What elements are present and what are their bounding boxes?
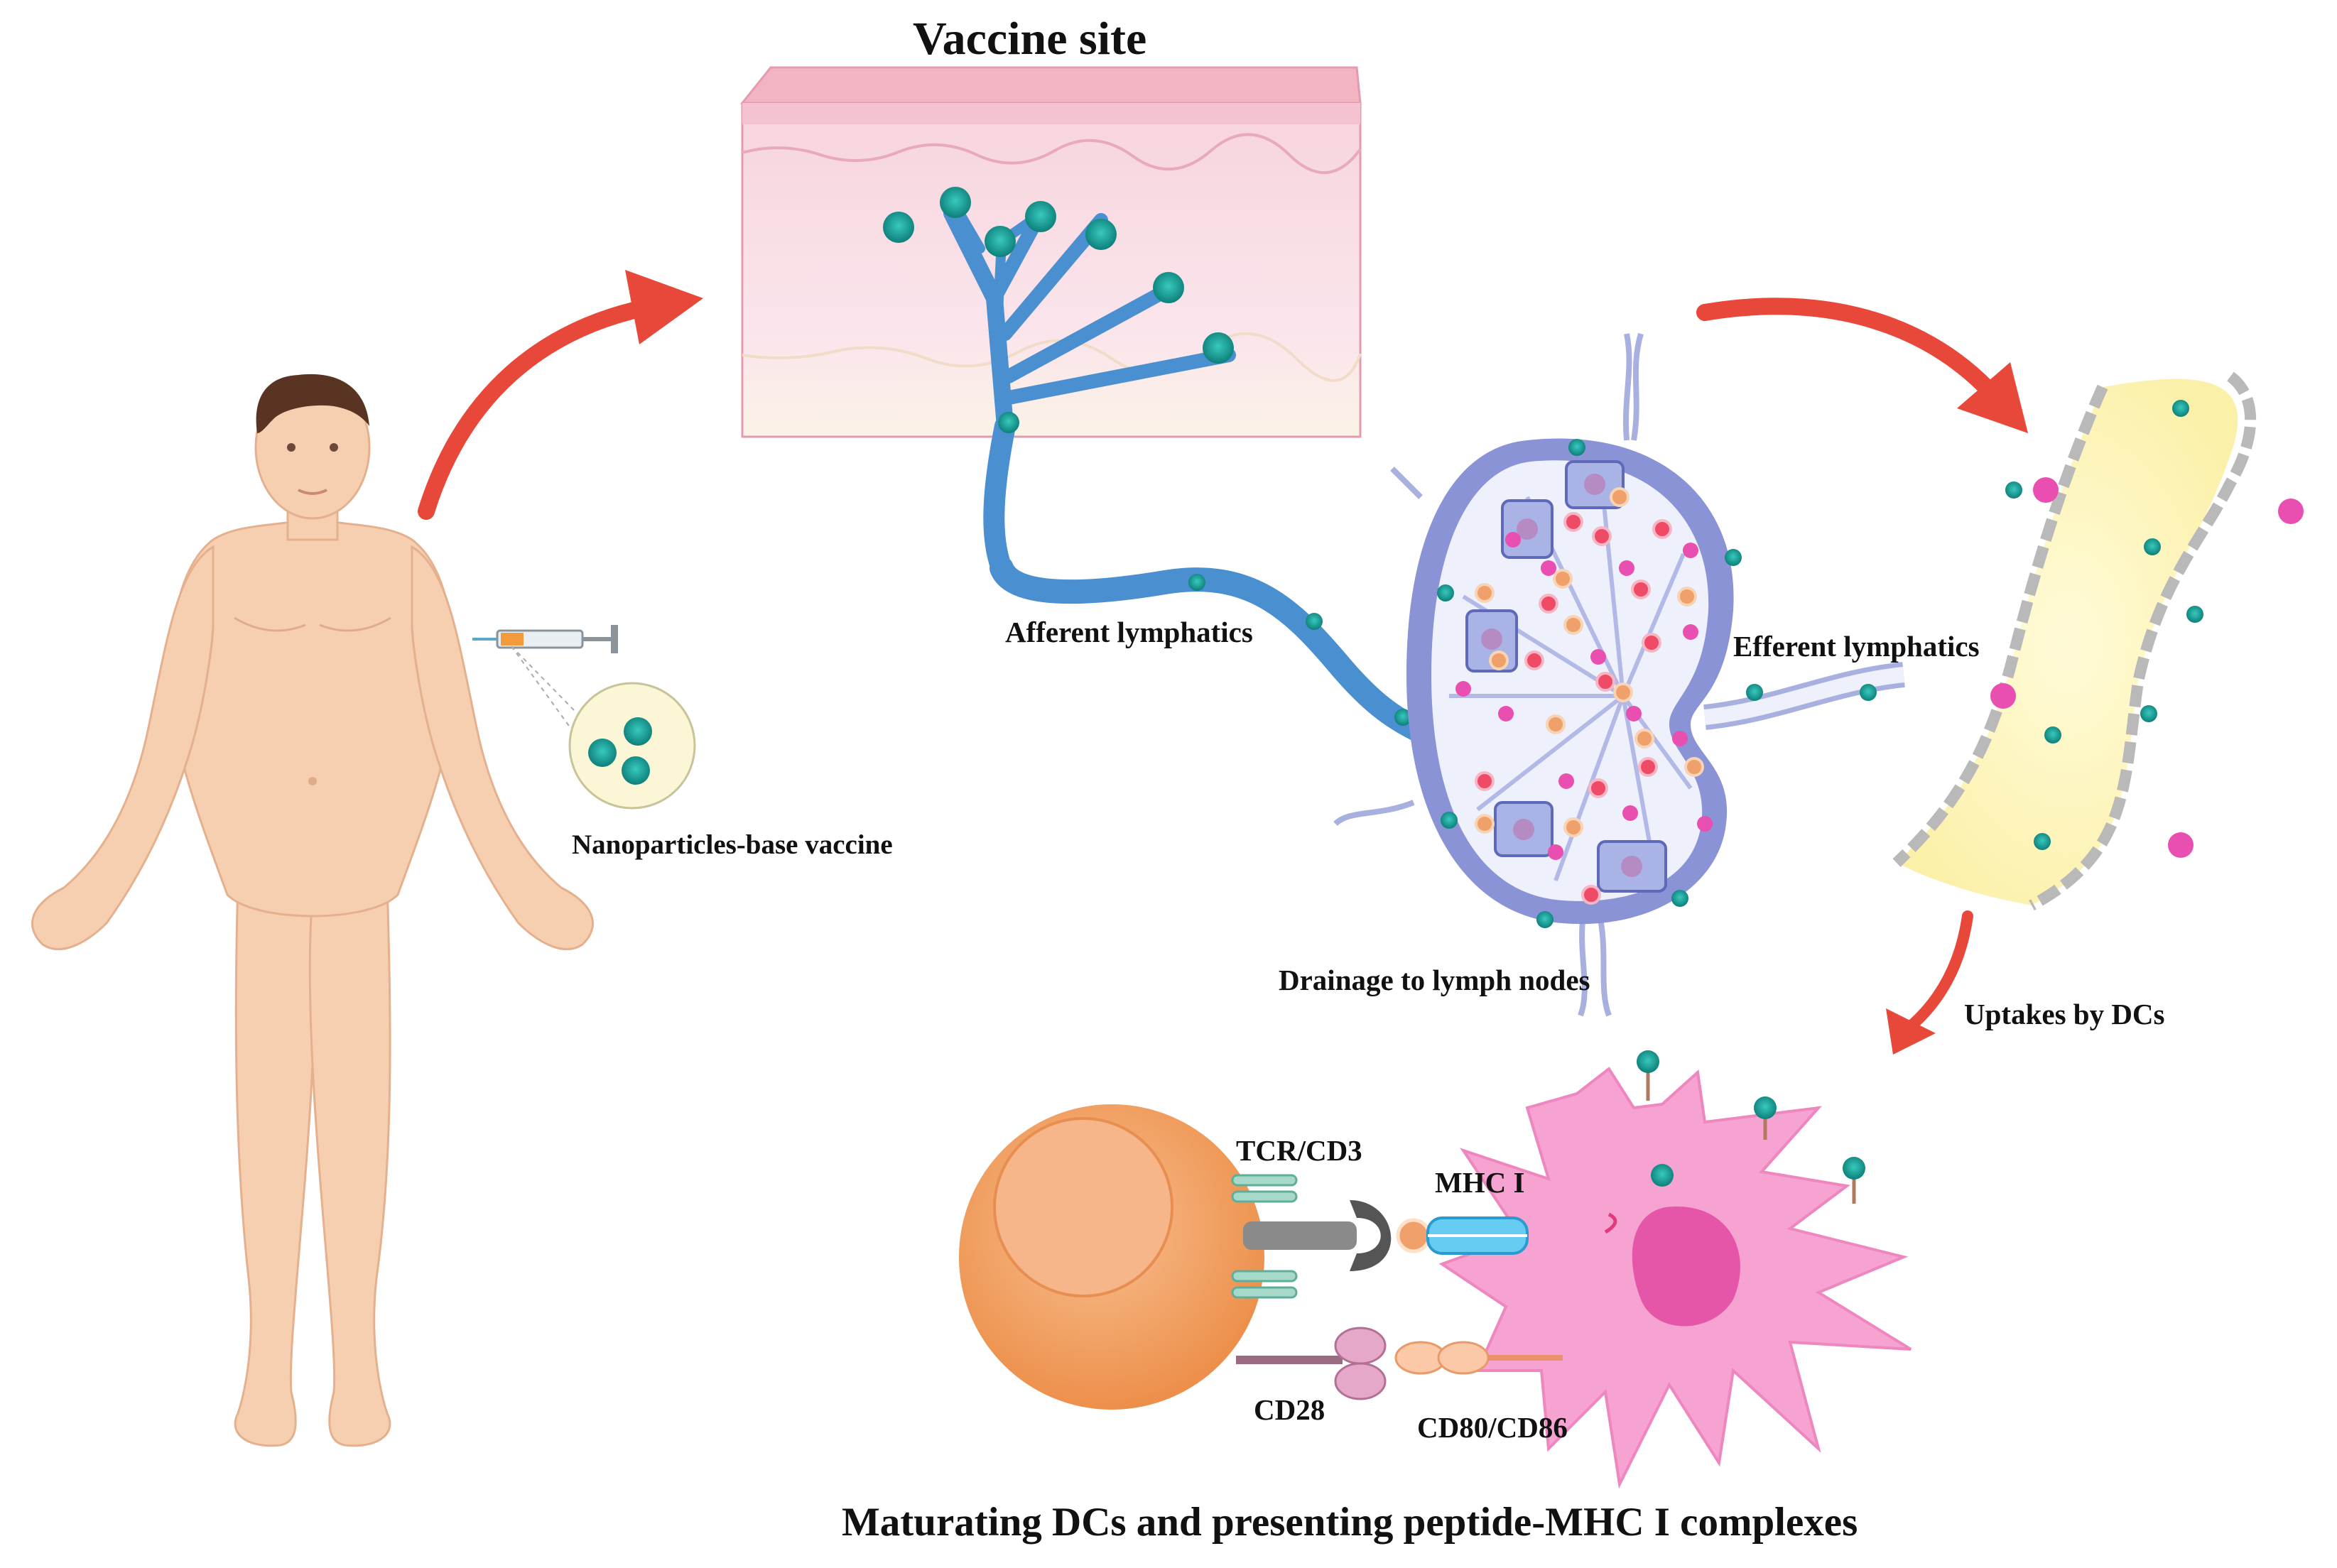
human-figure — [31, 374, 594, 1447]
drainage-lymph-nodes-label: Drainage to lymph nodes — [1279, 964, 1590, 996]
nanoparticle-zoom-circle — [568, 682, 696, 810]
uptakes-by-dcs-label: Uptakes by DCs — [1964, 998, 2165, 1030]
t-cell — [959, 1104, 1264, 1410]
vaccine-site-title: Vaccine site — [913, 13, 1147, 65]
arrow-body-to-vaccine-site — [418, 270, 703, 520]
figure-caption: Maturating DCs and presenting peptide-MH… — [842, 1500, 1858, 1545]
mhc-i-label: MHC I — [1435, 1166, 1525, 1199]
syringe-icon — [472, 625, 618, 653]
afferent-lymphatic-vessel — [943, 201, 1433, 744]
tcr-cd3-receptors — [1231, 1174, 1392, 1299]
blood-vessel — [1892, 371, 2304, 911]
arrow-vessel-to-dc — [1886, 910, 1973, 1055]
afferent-lymphatics-label: Afferent lymphatics — [1005, 616, 1253, 648]
cd80-cd86-label: CD80/CD86 — [1417, 1411, 1568, 1444]
cd28-label: CD28 — [1254, 1393, 1325, 1426]
dendritic-cell — [1438, 1050, 1912, 1489]
mhc-i-complex — [1396, 1216, 1529, 1255]
lymph-node — [1333, 332, 1905, 1017]
cd28-cd80-cd86 — [1236, 1327, 1563, 1400]
efferent-lymphatics-label: Efferent lymphatics — [1733, 630, 1980, 663]
nanoparticles-vaccine-label: Nanoparticles-base vaccine — [572, 829, 893, 860]
tcr-cd3-label: TCR/CD3 — [1236, 1134, 1362, 1167]
nanoparticles-in-skin — [883, 187, 1411, 726]
skin-tissue-block — [739, 66, 1362, 438]
arrow-node-to-vessel — [1696, 298, 2028, 433]
